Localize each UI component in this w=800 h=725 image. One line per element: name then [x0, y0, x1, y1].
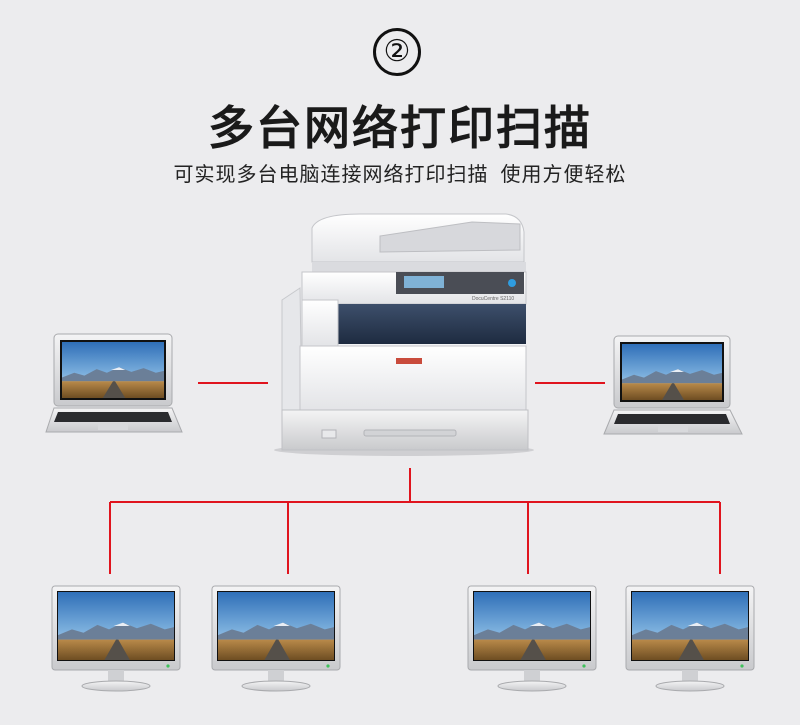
step-badge: ② — [373, 28, 421, 76]
monitor-1 — [51, 585, 181, 692]
printer-brand-label: DocuCentre S2110 — [472, 296, 514, 302]
subtitle-part1: 可实现多台电脑连接网络打印扫描 — [173, 162, 489, 186]
page-subtitle: 可实现多台电脑连接网络打印扫描使用方便轻松 — [0, 158, 800, 187]
output-bay — [338, 304, 526, 344]
start-button — [508, 279, 516, 287]
monitor-2 — [211, 585, 341, 692]
monitor-4 — [625, 585, 755, 692]
brand-logo — [396, 358, 422, 364]
step-number: ② — [383, 34, 411, 69]
control-panel-screen — [404, 276, 444, 288]
monitor-3 — [467, 585, 597, 692]
page-title: 多台网络打印扫描 — [208, 101, 592, 155]
laptop-left — [45, 333, 183, 433]
laptop-right — [603, 335, 743, 435]
printer: DocuCentre S2110 — [274, 213, 534, 456]
connection-lines — [109, 382, 721, 574]
subtitle-part2: 使用方便轻松 — [500, 162, 627, 186]
